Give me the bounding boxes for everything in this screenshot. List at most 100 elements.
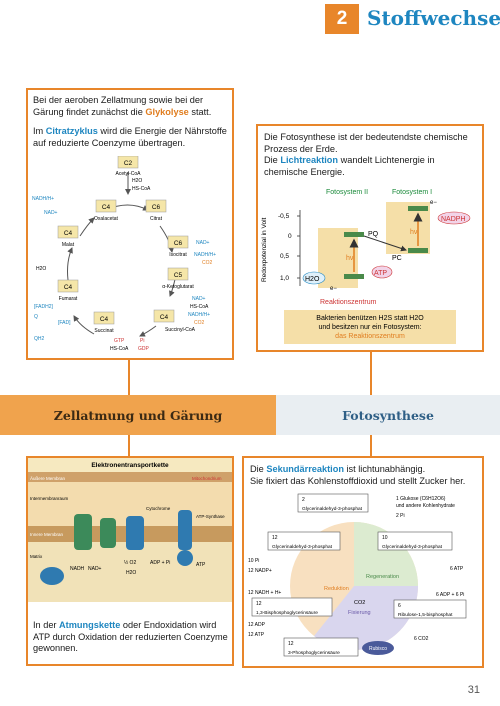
nad-label: NAD+ [192, 296, 206, 302]
node-fumarat: C4 Fumarat [57, 279, 79, 302]
co2-label: CO2 [194, 320, 205, 326]
svg-text:12: 12 [256, 601, 262, 607]
citrate-cycle-diagram: C2 Acetyl-CoA C4 Oxalacetat C6 Citrat C6… [32, 156, 216, 352]
atp-synthase-label: ATP-Synthase [196, 514, 225, 519]
nad-label: NAD+ [44, 210, 58, 216]
svg-text:α-Ketoglutarat: α-Ketoglutarat [162, 284, 194, 290]
svg-text:Isocitrat: Isocitrat [169, 252, 187, 258]
svg-text:C4: C4 [64, 230, 73, 237]
svg-text:Malat: Malat [62, 242, 75, 248]
matrix-label: Matrix [30, 554, 43, 559]
pi-label: 2 Pi [396, 513, 405, 519]
h2o-label: H2O [132, 178, 142, 184]
regeneration-sector [354, 522, 418, 586]
atp-label: 12 ATP [248, 632, 265, 638]
svg-text:Ribulose-1,5-bisphosphat: Ribulose-1,5-bisphosphat [398, 612, 453, 618]
pq-label: PQ [368, 231, 379, 238]
svg-text:Succinyl-CoA: Succinyl-CoA [165, 327, 196, 333]
node-citrat: C6 Citrat [145, 199, 167, 222]
svg-text:10: 10 [382, 535, 388, 541]
section-band: Zellatmung und Gärung Fotosynthese [0, 395, 500, 435]
svg-text:C4: C4 [100, 316, 109, 323]
chapter-header: 2 Stoffwechsel [0, 0, 500, 42]
electron-label: e− [330, 286, 337, 292]
node-succinat: C4 Succinat [93, 311, 115, 334]
mitochondrion-label: Mitochondrium [192, 476, 222, 481]
cycle-arrow [73, 315, 95, 335]
co2-label: CO2 [354, 600, 365, 606]
svg-text:12: 12 [288, 641, 294, 647]
photosynthesis-text: Die Fotosynthese ist der bedeutendste ch… [264, 132, 468, 177]
ps1-bottom-level [408, 248, 428, 253]
svg-text:C4: C4 [64, 284, 73, 291]
atp-label: ATP [196, 562, 206, 568]
fad-label: [FAD] [58, 320, 71, 326]
chapter-number: 2 [325, 4, 359, 34]
reaction-center-label: Reaktionszentrum [320, 299, 377, 306]
qh2-label: QH2 [34, 336, 45, 342]
co2-label: CO2 [202, 260, 213, 266]
cycle-arrow [67, 247, 73, 281]
glucose-label: 1 Glukose (C6H12O6) [396, 496, 446, 502]
o2-label: ½ O2 [124, 559, 136, 566]
bacteria-note-line: und besitzen nur ein Fotosystem: [318, 324, 421, 331]
inner-membrane-label: Innere Membran [30, 532, 64, 537]
bacteria-note-line: Bakterien benützen H2S statt H2O [316, 315, 424, 322]
cytochrome-complex [126, 516, 144, 550]
svg-text:Fumarat: Fumarat [59, 296, 78, 302]
calvin-text: Die Sekundärreaktion ist lichtunabhängig… [250, 464, 466, 486]
pi-label: 10 Pi [248, 558, 259, 564]
outer-membrane [28, 472, 232, 482]
respiration-card: Bei der aeroben Zellatmung sowie bei der… [26, 88, 234, 360]
atp-bubble [371, 265, 393, 279]
connector-line [128, 360, 130, 396]
y-ticks [297, 215, 300, 279]
svg-text:2: 2 [302, 497, 305, 503]
node-succinyl-coa: C4 Succinyl-CoA [153, 309, 196, 333]
y-tick-label: 0,5 [280, 253, 289, 260]
citrate-cycle-text: Im Citratzyklus wird die Energie der Näh… [33, 126, 227, 148]
nadh-label: NADH/H+ [32, 196, 54, 202]
node-ketoglutarat: C5 α-Ketoglutarat [162, 267, 194, 290]
svg-text:C2: C2 [124, 160, 133, 167]
glycolysis-text: Bei der aeroben Zellatmung sowie bei der… [33, 95, 212, 117]
fixation-label: Fixierung [348, 610, 371, 616]
nadh-label: NADH/H+ [188, 312, 210, 318]
adp-label: ADP + Pi [150, 560, 170, 566]
electron-flow-arrow [363, 235, 407, 252]
g3p-box-top: 2 Glycerinaldehyd-3-phosphat [297, 493, 369, 513]
q-label: Q [34, 314, 38, 320]
cycle-arrow [79, 217, 95, 237]
atp-label: 6 ATP [450, 566, 464, 572]
node-isocitrat: C6 Isocitrat [167, 235, 189, 258]
hv-label: hν [410, 229, 418, 236]
svg-text:1,3-Bisphosphoglycerinsäure: 1,3-Bisphosphoglycerinsäure [256, 610, 318, 616]
connector-line [128, 435, 130, 457]
calvin-cycle-diagram: Reduktion Regeneration Fixierung CO2 2 G… [248, 493, 467, 657]
svg-text:Oxalacetat: Oxalacetat [94, 216, 119, 222]
intermembrane-label: Intermembranraum [30, 496, 69, 501]
svg-text:C4: C4 [102, 204, 111, 211]
page-number: 31 [467, 684, 480, 696]
pga-box: 12 3-Phosphoglycerinsäure [283, 637, 359, 657]
y-tick-label: 1,0 [280, 275, 289, 282]
nadph-bubble [437, 211, 471, 225]
section-zellatmung: Zellatmung und Gärung [0, 395, 276, 435]
cytochrome-label: Cytochrome [146, 506, 171, 511]
svg-text:C4: C4 [160, 314, 169, 321]
citrate-cycle-bubble [40, 567, 64, 585]
connector-line [370, 352, 372, 396]
svg-text:3-Phosphoglycerinsäure: 3-Phosphoglycerinsäure [288, 650, 340, 656]
h2o-label: H2O [305, 276, 320, 283]
respiratory-chain-card: Elektronentransportkette Äußere Membran … [26, 456, 234, 666]
nad-label: NAD+ [88, 566, 102, 572]
ps1-top-level [408, 206, 428, 211]
complex-i [74, 514, 92, 550]
bacteria-note-line: das Reaktionszentrum [335, 333, 405, 340]
svg-text:C5: C5 [174, 272, 183, 279]
hscoa-label: HS-CoA [190, 304, 209, 310]
h2o-label: H2O [126, 570, 136, 576]
node-oxalacetat: C4 Oxalacetat [94, 199, 119, 222]
svg-text:Glycerinaldehyd-3-phosphat: Glycerinaldehyd-3-phosphat [382, 544, 443, 550]
regeneration-label: Regeneration [366, 574, 399, 580]
